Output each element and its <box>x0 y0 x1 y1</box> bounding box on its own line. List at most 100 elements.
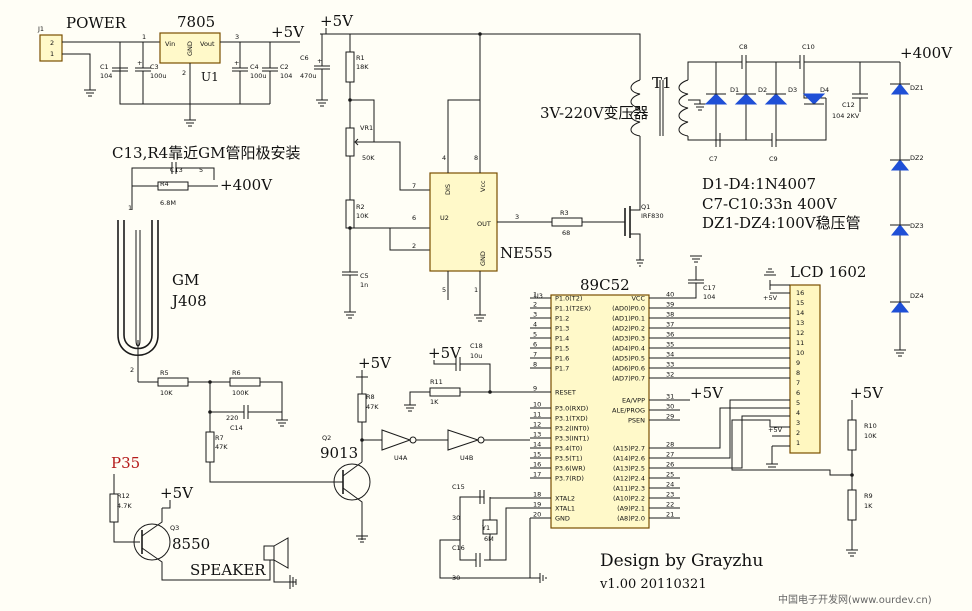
mcu-right-pin-number: 39 <box>666 301 674 309</box>
svg-text:R5: R5 <box>160 369 169 377</box>
gm-note: C13,R4靠近GM管阳极安装 <box>112 144 301 162</box>
svg-text:10K: 10K <box>356 212 369 220</box>
svg-text:C10: C10 <box>802 43 815 51</box>
svg-text:+5V: +5V <box>763 294 778 302</box>
lcd-pin-number: 14 <box>796 309 804 317</box>
svg-text:DZ3: DZ3 <box>910 222 924 230</box>
lcd-pin-number: 7 <box>796 379 800 387</box>
mcu-left-pin-number: 7 <box>533 351 537 359</box>
svg-text:6: 6 <box>412 214 416 222</box>
svg-text:Y1: Y1 <box>481 524 490 532</box>
svg-text:C1: C1 <box>100 63 109 71</box>
mcu-right-pin-label: (AD4)P0.4 <box>612 345 645 353</box>
svg-text:100u: 100u <box>150 72 167 80</box>
svg-text:6.8M: 6.8M <box>160 199 176 207</box>
lcd-pin-number: 15 <box>796 299 804 307</box>
svg-text:7: 7 <box>412 182 416 190</box>
svg-text:1: 1 <box>128 204 132 212</box>
reg-7805-label: 7805 <box>177 13 215 31</box>
svg-text:C2: C2 <box>280 63 289 71</box>
r9-resistor <box>847 489 857 521</box>
mcu-left-pin-label: XTAL2 <box>555 495 575 503</box>
svg-text:C3: C3 <box>150 63 159 71</box>
svg-text:C7: C7 <box>709 155 718 163</box>
svg-text:Q3: Q3 <box>170 524 179 532</box>
mcu-right-pin-number: 25 <box>666 471 674 479</box>
svg-text:C18: C18 <box>470 342 483 350</box>
svg-text:4: 4 <box>442 154 446 162</box>
mcu-right-pin-number: 29 <box>666 413 674 421</box>
svg-text:1n: 1n <box>360 281 368 289</box>
lcd-pin-number: 5 <box>796 399 800 407</box>
mcu-right-pin-label: (A13)P2.5 <box>613 465 645 473</box>
mcu-right-pin-label: ALE/PROG <box>612 407 645 415</box>
svg-text:D4: D4 <box>820 86 829 94</box>
plus400v-output: +400V <box>900 44 953 62</box>
mcu-right-pin-number: 30 <box>666 403 674 411</box>
mcu-left-pin-number: 14 <box>533 441 541 449</box>
mcu-right-pin-label: (A8)P2.0 <box>617 515 645 523</box>
plus5v-q3: +5V <box>160 484 194 502</box>
r11-resistor <box>429 387 461 397</box>
mcu-right-pin-label: VCC <box>631 295 645 303</box>
d-note: D1-D4:1N4007 <box>702 175 816 193</box>
mcu-left-pin-number: 4 <box>533 321 537 329</box>
svg-text:1: 1 <box>142 33 146 41</box>
svg-text:DZ1: DZ1 <box>910 84 924 92</box>
svg-text:5: 5 <box>442 286 446 294</box>
svg-text:30: 30 <box>452 514 460 522</box>
mcu-right-pin-number: 35 <box>666 341 674 349</box>
svg-text:C8: C8 <box>739 43 748 51</box>
svg-text:+: + <box>234 59 239 67</box>
mcu-left-pin-number: 11 <box>533 411 541 419</box>
mcu-right-pin-number: 27 <box>666 451 674 459</box>
lcd-1602-module <box>789 284 821 454</box>
svg-text:10K: 10K <box>864 432 877 440</box>
svg-text:104: 104 <box>703 293 715 301</box>
mcu-right-pin-number: 23 <box>666 491 674 499</box>
mcu-left-pin-label: P3.7(RD) <box>555 475 584 483</box>
mcu-left-pin-label: P3.4(T0) <box>555 445 582 453</box>
svg-text:1K: 1K <box>430 398 439 406</box>
p35-label: P35 <box>111 454 140 472</box>
svg-text:2: 2 <box>412 242 416 250</box>
mcu-left-pin-number: 17 <box>533 471 541 479</box>
svg-text:100u: 100u <box>250 72 267 80</box>
mcu-right-pin-number: 31 <box>666 393 674 401</box>
mcu-left-pin-number: 19 <box>533 501 541 509</box>
svg-text:104 2KV: 104 2KV <box>832 112 860 120</box>
svg-text:VR1: VR1 <box>360 124 373 132</box>
design-credit: Design by Grayzhu <box>600 551 763 571</box>
mcu-right-pin-label: PSEN <box>628 417 645 425</box>
svg-text:1: 1 <box>474 286 478 294</box>
mcu-right-pin-label: (AD6)P0.6 <box>612 365 645 373</box>
svg-text:C15: C15 <box>452 483 465 491</box>
plus5v-q2: +5V <box>358 354 392 372</box>
mcu-right-pin-number: 38 <box>666 311 674 319</box>
mcu-left-pin-number: 13 <box>533 431 541 439</box>
svg-text:Vcc: Vcc <box>479 180 487 192</box>
mcu-right-pin-label: (A15)P2.7 <box>613 445 645 453</box>
mcu-left-pin-label: P1.2 <box>555 315 569 323</box>
j1-connector <box>39 34 63 62</box>
r6-resistor <box>229 377 261 387</box>
vr1-pot <box>345 127 355 157</box>
ne555-label: NE555 <box>500 244 553 262</box>
q2-label: 9013 <box>320 444 358 462</box>
mcu-left-pin-label: P1.5 <box>555 345 569 353</box>
gm-section: C13,R4靠近GM管阳极安装 C13 5 R4 6.8M +400V 1 2 … <box>112 144 343 483</box>
r7-resistor <box>205 431 215 463</box>
svg-text:R7: R7 <box>215 434 224 442</box>
lcd-pin-number: 11 <box>796 339 804 347</box>
mcu-left-pin-number: 6 <box>533 341 537 349</box>
r1-resistor <box>345 51 355 83</box>
svg-text:C12: C12 <box>842 101 855 109</box>
mcu-left-pin-number: 5 <box>533 331 537 339</box>
svg-text:U1: U1 <box>201 70 219 84</box>
svg-text:5: 5 <box>199 166 203 174</box>
q3-label: 8550 <box>172 535 210 553</box>
mcu-left-pin-label: P1.6 <box>555 355 569 363</box>
lcd-pin-number: 4 <box>796 409 800 417</box>
svg-text:2: 2 <box>50 39 54 47</box>
